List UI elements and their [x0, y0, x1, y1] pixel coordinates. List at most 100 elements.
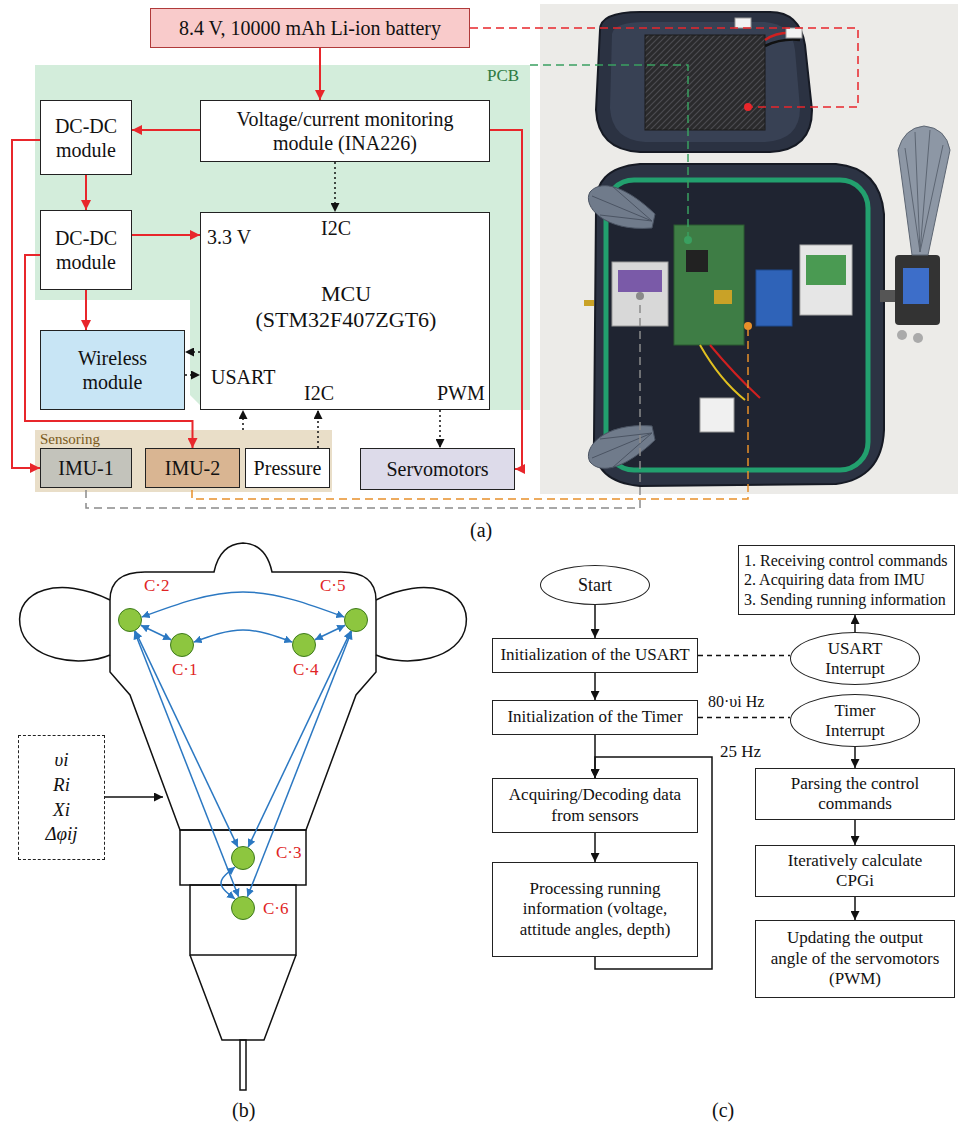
cpg-node: C·6: [231, 896, 255, 920]
node-text: 1. Receiving control commands: [744, 551, 948, 570]
leader-dots: [636, 103, 752, 330]
panel-label: (a): [470, 518, 492, 542]
robot-photo: [584, 300, 594, 306]
band-shape: [35, 430, 332, 492]
cpg-node: C·1: [170, 633, 194, 657]
node-text: 3.3 V: [207, 225, 251, 249]
trigger-line: [698, 717, 790, 719]
monitor-box: Voltage/current monitoring module (INA22…: [200, 100, 490, 162]
param-box: υiRiXiΔφij: [18, 735, 105, 860]
leader-dots: [636, 292, 644, 300]
node-text: Pressure: [254, 456, 322, 480]
leader-dots: [744, 322, 752, 330]
flow-arrow: [854, 747, 856, 768]
robot-photo: [610, 22, 800, 142]
panel-label: (c): [712, 1098, 734, 1122]
process-box: Updating the output angle of the servomo…: [755, 920, 955, 998]
node-text: 3. Sending running information: [744, 590, 946, 609]
coupling-arrow: [248, 631, 351, 847]
servo-box: Servomotors: [360, 448, 515, 490]
robot-photo: [592, 433, 652, 468]
node-text: Start: [578, 575, 612, 596]
cpg-node: C·3: [231, 846, 255, 870]
robot-photo: [905, 130, 943, 252]
robot-photo: [710, 345, 760, 398]
mcu-box: I2C3.3 VMCU (STM32F407ZGT6)USARTI2CPWM: [200, 212, 490, 410]
robot-photo: [806, 255, 846, 285]
process-box: Acquiring/Decoding data from sensors: [492, 778, 698, 833]
robot-photo: [898, 126, 950, 255]
node-text: Parsing the control commands: [768, 774, 943, 815]
process-box: Processing running information (voltage,…: [492, 862, 698, 957]
trigger-line: [698, 655, 790, 657]
sensor-band: SensoringIMU-1 IMU-2 Pressure: [35, 430, 332, 492]
process-box: Initialization of the USART: [492, 638, 698, 673]
coupling-arrow: [194, 630, 293, 642]
robot-photo: [756, 270, 792, 326]
coupling-arrow: [135, 631, 238, 847]
robot-photo: [895, 255, 940, 325]
node-text: I2C: [321, 216, 351, 240]
battery-box: 8.4 V, 10000 mAh Li-ion battery: [150, 8, 470, 48]
leader-dots: [684, 236, 692, 244]
node-text: Initialization of the Timer: [507, 707, 682, 727]
node-text: 2. Acquiring data from IMU: [744, 570, 925, 589]
power-line: [85, 290, 87, 330]
node-text: C·4: [293, 660, 319, 680]
node-text: Initialization of the USART: [500, 645, 689, 665]
robot-photo: [540, 4, 958, 494]
node-text: USART: [211, 365, 275, 389]
flow-arrow: [594, 605, 596, 638]
node-text: C·2: [144, 576, 170, 596]
robot-photo: [700, 345, 745, 400]
robot-outline: [180, 830, 306, 885]
power-line: [319, 48, 321, 100]
robot-photo: [618, 270, 662, 292]
robot-outline: [376, 588, 466, 661]
node-text: IMU-1: [58, 456, 114, 480]
process-box: Iteratively calculate CPGi: [755, 845, 955, 897]
robot-photo: [588, 426, 655, 469]
node-text: DC-DC module: [46, 226, 126, 274]
note-box: 1. Receiving control commands2. Acquirin…: [738, 545, 955, 615]
robot-photo: [903, 268, 929, 304]
power-line: [132, 234, 200, 236]
frequency-label: 25 Hz: [720, 742, 761, 762]
robot-photo: [700, 398, 734, 432]
leader-lines: [530, 65, 688, 236]
robot-photo: [913, 333, 923, 343]
node-text: Xi: [53, 798, 70, 823]
coupling-arrow: [247, 631, 351, 897]
node-text: Sensoring: [40, 430, 100, 448]
node-text: Servomotors: [386, 457, 488, 481]
leader-dots: [744, 103, 752, 111]
input-arrow: [105, 797, 163, 798]
flow-arrow: [594, 833, 596, 862]
node-text: DC-DC module: [46, 114, 126, 162]
robot-outline: [240, 1040, 246, 1090]
robot-photo: [612, 262, 668, 326]
node-text: C·6: [263, 899, 289, 919]
robot-photo: [592, 186, 652, 221]
robot-photo: [800, 245, 852, 315]
node-text: Wireless module: [63, 346, 163, 394]
node-text: Processing running information (voltage,…: [513, 879, 678, 940]
robot-photo: [596, 12, 812, 152]
node-text: 8.4 V, 10000 mAh Li-ion battery: [179, 16, 441, 40]
flow-arrow: [854, 615, 856, 632]
terminal-ellipse: Start: [540, 565, 650, 605]
node-text: C·1: [172, 660, 198, 680]
node-text: C·5: [320, 576, 346, 596]
coupling-arrow: [134, 631, 238, 897]
robot-outline: [20, 543, 467, 1090]
robot-photo: [674, 225, 744, 345]
input-arrow: [105, 796, 163, 798]
robot-photo: [540, 4, 958, 494]
robot-outline: [20, 588, 110, 661]
node-text: Ri: [53, 773, 70, 798]
dcdc-box: DC-DC module: [40, 210, 132, 290]
node-text: IMU-2: [165, 456, 221, 480]
flow-arrow: [854, 820, 856, 845]
